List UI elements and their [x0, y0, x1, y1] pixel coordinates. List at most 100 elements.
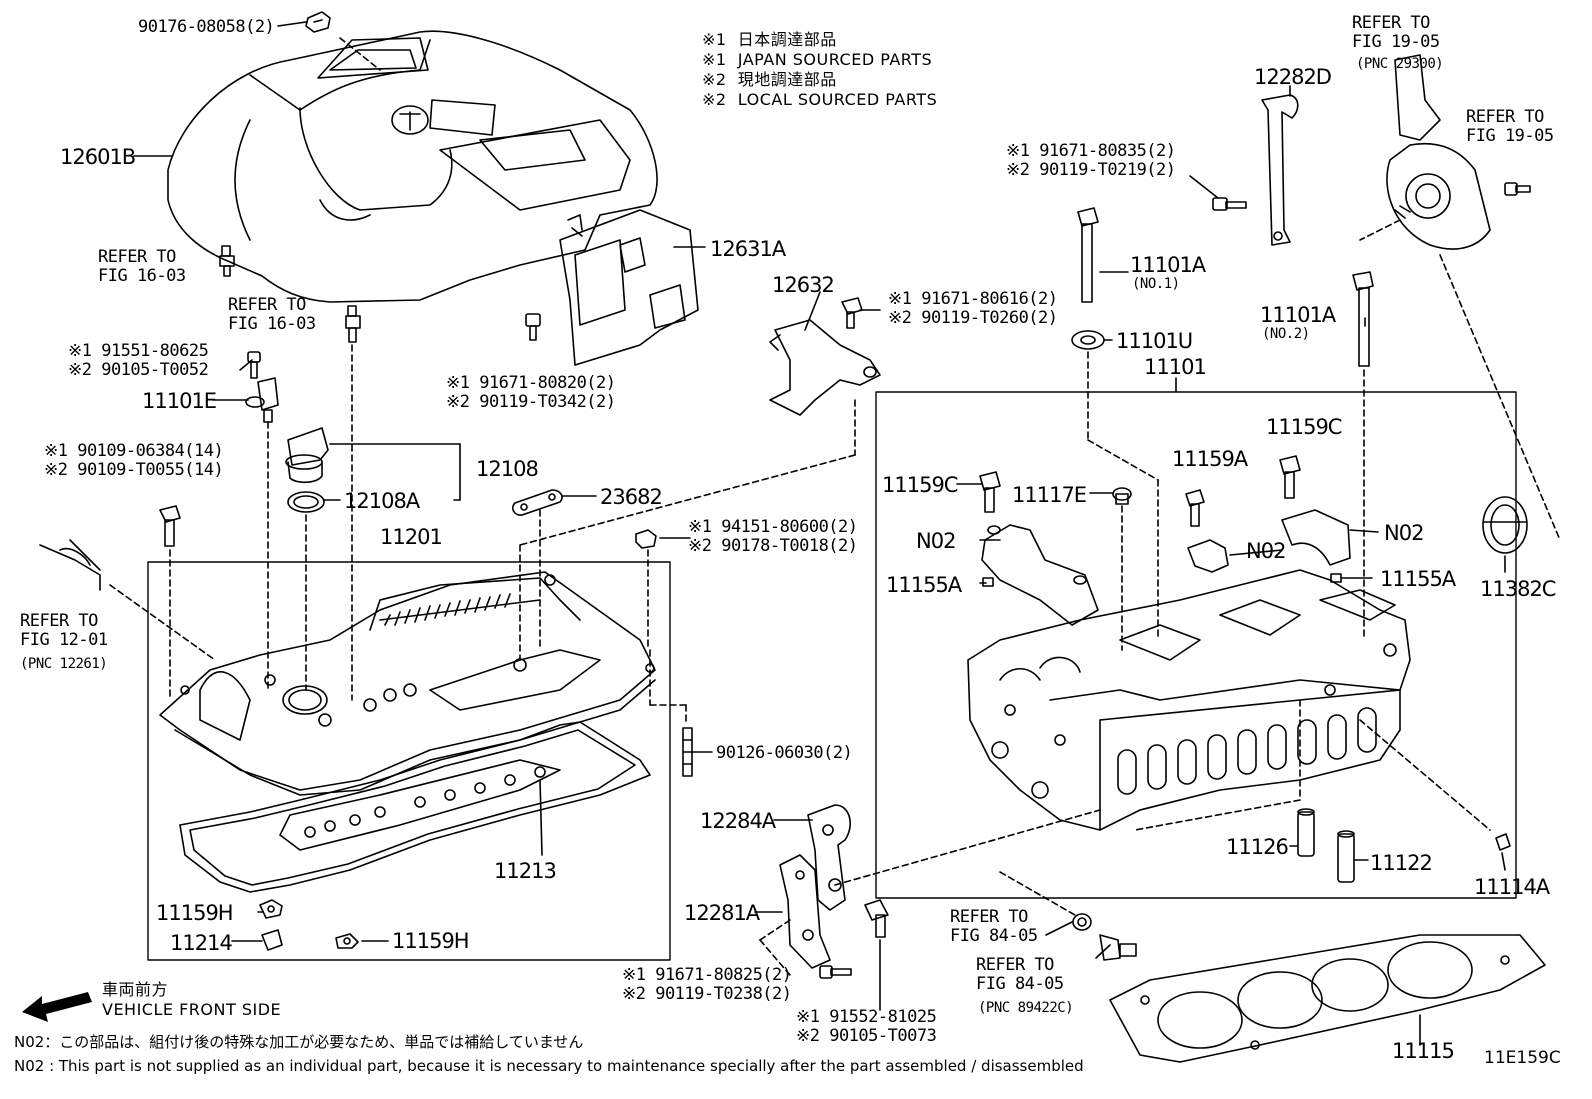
valve-guide-icon [1337, 830, 1355, 883]
refer-to-label[interactable]: REFER TO FIG 12-01 [20, 611, 108, 650]
refer-to-label[interactable]: REFER TO FIG 19-05 [1466, 107, 1554, 146]
nut-icon [305, 11, 331, 33]
part-label[interactable]: 90176-08058(2) [138, 17, 275, 37]
camshaft-sensor-icon [245, 377, 279, 423]
bolt-icon [159, 505, 181, 547]
cylinder-head-icon [967, 569, 1411, 831]
gasket-ring-icon [1072, 913, 1092, 931]
stud-callout[interactable]: 90126-06030(2) [716, 743, 853, 763]
part-label[interactable]: 11101 [1144, 355, 1207, 379]
part-label[interactable]: 11159C [882, 473, 958, 497]
part-label[interactable]: 11214 [170, 931, 233, 955]
part-sub-label: (NO.2) [1262, 326, 1310, 342]
bolt-icon [345, 305, 361, 343]
bolt-icon [1212, 197, 1247, 211]
engine-cover-icon [167, 30, 658, 303]
nut-icon [635, 529, 657, 549]
part-label[interactable]: 11114A [1474, 875, 1550, 899]
part-label[interactable]: 23682 [600, 485, 663, 509]
part-label[interactable]: 11155A [1380, 567, 1456, 591]
note-en: N02 : This part is not supplied as an in… [14, 1057, 1084, 1075]
part-label[interactable]: 11159A [1172, 447, 1248, 471]
bolt-icon [1352, 271, 1374, 367]
grommet-icon [335, 933, 359, 949]
front-side-jp: 車両前方 [102, 980, 169, 999]
part-label[interactable]: 11155A [886, 573, 962, 597]
engine-hanger-icon [1261, 94, 1299, 246]
bolt-icon [979, 471, 1001, 513]
bearing-cap-icon [981, 524, 1099, 626]
part-label[interactable]: 12281A [684, 901, 760, 925]
part-label[interactable]: 11117E [1012, 483, 1087, 507]
part-label[interactable]: 11382C [1480, 577, 1556, 601]
part-label[interactable]: 11126 [1226, 835, 1289, 859]
vacuum-pump-icon [1386, 54, 1491, 250]
part-label[interactable]: 11101E [142, 389, 217, 413]
pnc-label: (PNC 89422C) [978, 1000, 1074, 1016]
engine-hanger-icon [779, 854, 831, 969]
bolt-callout[interactable]: ※1 91671-80825(2) ※2 90119-T0238(2) [622, 965, 792, 1004]
bolt-callout[interactable]: ※1 91671-80616(2) ※2 90119-T0260(2) [888, 289, 1058, 328]
part-label[interactable]: 12108A [344, 489, 420, 513]
part-label[interactable]: 11101A [1260, 303, 1336, 327]
part-label[interactable]: 11115 [1392, 1039, 1455, 1063]
bolt-icon [864, 899, 889, 938]
legend-line-4: ※2 LOCAL SOURCED PARTS [702, 90, 938, 109]
bolt-icon [1077, 207, 1099, 303]
bolt-callout[interactable]: ※1 91551-80625 ※2 90105-T0052 [68, 341, 209, 380]
part-label[interactable]: 12284A [700, 809, 776, 833]
bolt-icon [1185, 489, 1205, 527]
part-label[interactable]: 11159C [1266, 415, 1342, 439]
bolt-icon [819, 965, 852, 979]
valve-guide-icon [1297, 808, 1315, 857]
bolt-callout[interactable]: ※1 91552-81025 ※2 90105-T0073 [796, 1007, 937, 1046]
part-sub-label: (NO.1) [1132, 276, 1180, 292]
gasket-ring-icon [287, 491, 325, 513]
part-label[interactable]: N02 [1246, 539, 1286, 563]
part-label[interactable]: 12108 [476, 457, 539, 481]
refer-to-label[interactable]: REFER TO FIG 19-05 [1352, 13, 1440, 52]
bolt-icon [1504, 182, 1531, 196]
legend-line-3: ※2 現地調達部品 [702, 70, 837, 89]
part-label[interactable]: 11159H [392, 929, 470, 953]
note-jp: N02：この部品は、組付け後の特殊な加工が必要なため、単品では補給していません [14, 1033, 584, 1051]
assembly-frame [875, 391, 1517, 899]
refer-to-label[interactable]: REFER TO FIG 16-03 [98, 247, 186, 286]
part-label[interactable]: 11122 [1370, 851, 1433, 875]
assembly-frame [147, 561, 671, 961]
stud-bolt-icon [682, 727, 693, 777]
refer-to-label[interactable]: REFER TO FIG 84-05 [950, 907, 1038, 946]
temperature-sensor-icon [1099, 934, 1137, 961]
bracket-icon [769, 319, 881, 416]
part-label[interactable]: 12632 [772, 273, 835, 297]
part-label[interactable]: 11101A [1130, 253, 1206, 277]
part-label[interactable]: 11101U [1116, 329, 1193, 353]
bearing-cap-icon [1281, 509, 1351, 566]
bolt-callout[interactable]: ※1 91671-80820(2) ※2 90119-T0342(2) [446, 373, 616, 412]
bolt-callout[interactable]: ※1 90109-06384(14) ※2 90109-T0055(14) [44, 441, 224, 480]
bracket-icon [512, 489, 563, 516]
part-label[interactable]: N02 [916, 529, 956, 553]
nut-callout[interactable]: ※1 94151-80600(2) ※2 90178-T0018(2) [688, 517, 858, 556]
plug-icon [1112, 487, 1132, 505]
part-label[interactable]: N02 [1384, 521, 1424, 545]
part-label[interactable]: 12631A [710, 237, 786, 261]
head-cover-gasket-icon [179, 721, 651, 893]
dowel-icon [982, 577, 994, 587]
bearing-cap-icon [1187, 539, 1229, 573]
part-label[interactable]: 11201 [380, 525, 443, 549]
refer-to-label[interactable]: REFER TO FIG 16-03 [228, 295, 316, 334]
oil-seal-icon [1482, 496, 1528, 554]
legend-line-2: ※1 JAPAN SOURCED PARTS [702, 50, 933, 69]
part-label[interactable]: 12282D [1254, 65, 1332, 89]
part-label[interactable]: 11213 [494, 859, 557, 883]
pnc-label: (PNC 12261) [20, 656, 108, 672]
figure-code: 11E159C [1484, 1048, 1561, 1068]
front-arrow-icon [22, 992, 92, 1022]
part-label[interactable]: 11159H [156, 901, 234, 925]
bolt-callout[interactable]: ※1 91671-80835(2) ※2 90119-T0219(2) [1006, 141, 1176, 180]
refer-to-label[interactable]: REFER TO FIG 84-05 [976, 955, 1064, 994]
bolt-icon [841, 297, 863, 329]
part-label[interactable]: 12601B [60, 145, 136, 169]
